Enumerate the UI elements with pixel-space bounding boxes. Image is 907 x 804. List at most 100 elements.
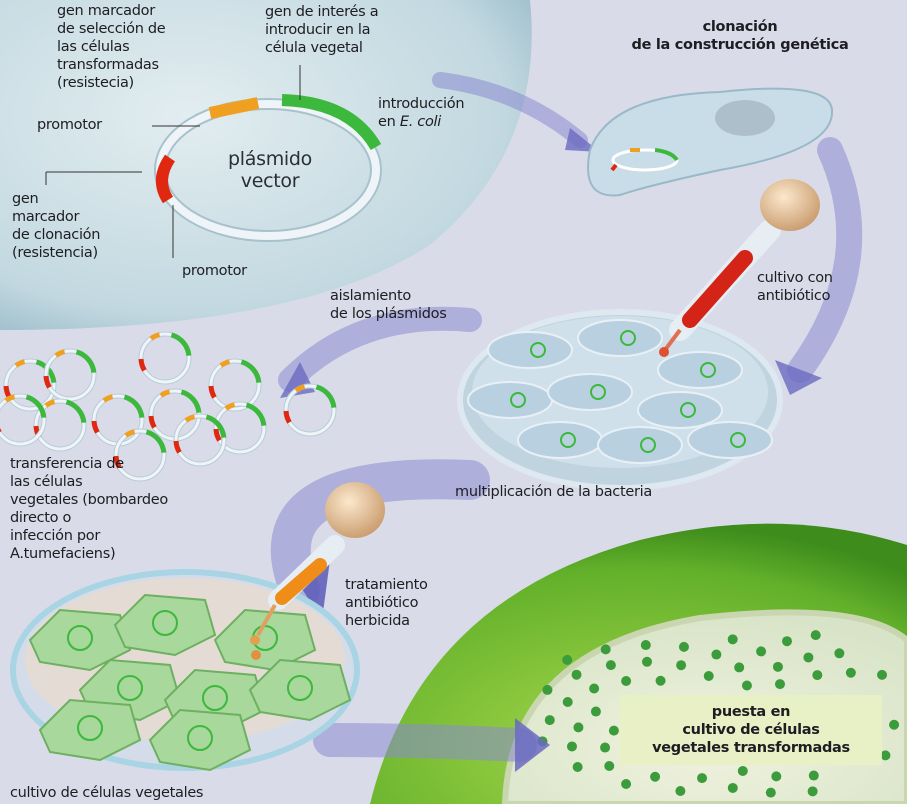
cell-colony [711,649,722,660]
cell-colony [562,696,573,707]
bacterium-plasmid [510,392,526,408]
plant-cell-plasmid [117,675,143,701]
plasmid-vector [154,94,382,242]
interest-gene-segment [123,394,145,419]
cell-colony [880,750,891,761]
isolated-plasmid [33,398,87,452]
promoter-segment [184,414,196,423]
interest-gene-segment [170,332,192,357]
promoter-segment [208,97,260,119]
cell-colony [589,683,600,694]
cell-colony [810,630,821,641]
cell-colony [756,646,767,657]
cell-colony [621,675,632,686]
label-transfer-plant-cells: transferencia de las células vegetales (… [10,456,168,562]
isolated-plasmid [0,393,47,447]
plasmid-ring-highlight [114,429,166,481]
bacterium-plasmid [680,402,696,418]
cell-colony [590,706,601,717]
cell-colony [845,667,856,678]
plasmid-ring-highlight [209,359,261,411]
promoter-segment [4,394,16,403]
plasmid-ring-highlight [139,332,191,384]
arrowhead-dish [775,360,822,395]
promoter-segment [124,429,136,438]
interest-gene-segment [281,94,382,151]
cell-colony [571,669,582,680]
leader-lines [45,65,301,258]
dropper-herbicide [250,482,385,660]
bacterium-plasmid [560,432,576,448]
bacteria-petri-dish [457,309,783,491]
plant-cell [148,708,252,772]
bacterium-plasmid [700,362,716,378]
arrowhead-plasmids [280,362,315,398]
label-promoter-top: promotor [37,117,102,133]
label-cloning-marker-gene: gen marcador de clonación (resistencia) [12,191,101,261]
label-plant-cell-culture: cultivo de células vegetales [10,785,204,801]
promoter-segment [149,332,161,341]
arrow-to-green-culture [313,723,537,762]
label-introduction-ecoli: introducción en E. coli [378,95,465,131]
cell-colony [889,719,900,730]
label-herbicide-treatment: tratamiento antibiótico herbicida [345,577,428,629]
isolated-plasmid [43,348,97,402]
transformed-culture-box [620,695,882,765]
bacterium-plasmid [530,342,546,358]
plasmid-ring-highlight [284,384,336,436]
ecoli-bacterium [587,87,834,197]
cell-colony [678,641,689,652]
plant-cell-petri-dish [10,569,360,772]
cell-colony [642,656,653,667]
interest-gene-segment [245,402,267,427]
cell-colony [703,670,714,681]
process-arrows [270,72,863,762]
label-plasmid-isolation: aislamiento de los plásmidos [330,288,447,322]
promoter-segment [14,359,26,368]
cell-colony [675,785,686,796]
cell-colony [808,770,819,781]
bacterium-plasmid [640,437,656,453]
plasmid-ring-highlight [0,394,46,446]
cloning-marker-segment [43,375,52,389]
bacterium-plasmid [620,330,636,346]
cell-colony [877,669,888,680]
cloning-marker-segment [213,428,222,442]
cell-colony [734,662,745,673]
cell-colony [727,782,738,793]
arrowhead-green-culture [515,718,550,772]
plant-cell-large [0,0,532,330]
arrow-to-plant-dish [270,459,490,610]
plant-cell [248,658,352,722]
label-gene-of-interest: gen de interés a introducir en la célula… [265,4,379,56]
label-bacteria-multiplication: multiplicación de la bacteria [455,484,652,500]
promoter-segment [44,399,56,408]
label-antibiotic-culture: cultivo con antibiótico [757,270,833,304]
cloning-marker-segment [173,440,182,454]
cell-colony [566,741,577,752]
cell-colony [605,660,616,671]
promoter-segment [54,349,66,358]
cell-colony [621,779,632,790]
cell-colony [640,640,651,651]
promoter-segment [159,389,171,398]
promoter-segment [224,402,236,411]
isolated-plasmid [91,393,145,447]
cell-colony [608,725,619,736]
cloning-marker-segment [148,415,157,429]
plasmid-ring-highlight [4,359,56,411]
interest-gene-segment [145,429,167,454]
promoter-segment [102,394,114,403]
bacterium-plasmid [730,432,746,448]
interest-gene-segment [315,384,337,409]
label-selection-marker-gene: gen marcador de selección de las células… [57,3,166,91]
promoter-segment [294,384,306,393]
isolated-plasmid [113,428,167,482]
cloning-marker-segment [3,385,12,399]
label-ecoli-species: E. coli [399,114,442,130]
plant-cell [28,608,132,672]
plant-cell-plasmid [287,675,313,701]
plant-cell-plasmid [152,610,178,636]
plant-cell-plasmid [202,685,228,711]
label-transformed-culture: puesta en cultivo de células vegetales t… [652,704,850,756]
